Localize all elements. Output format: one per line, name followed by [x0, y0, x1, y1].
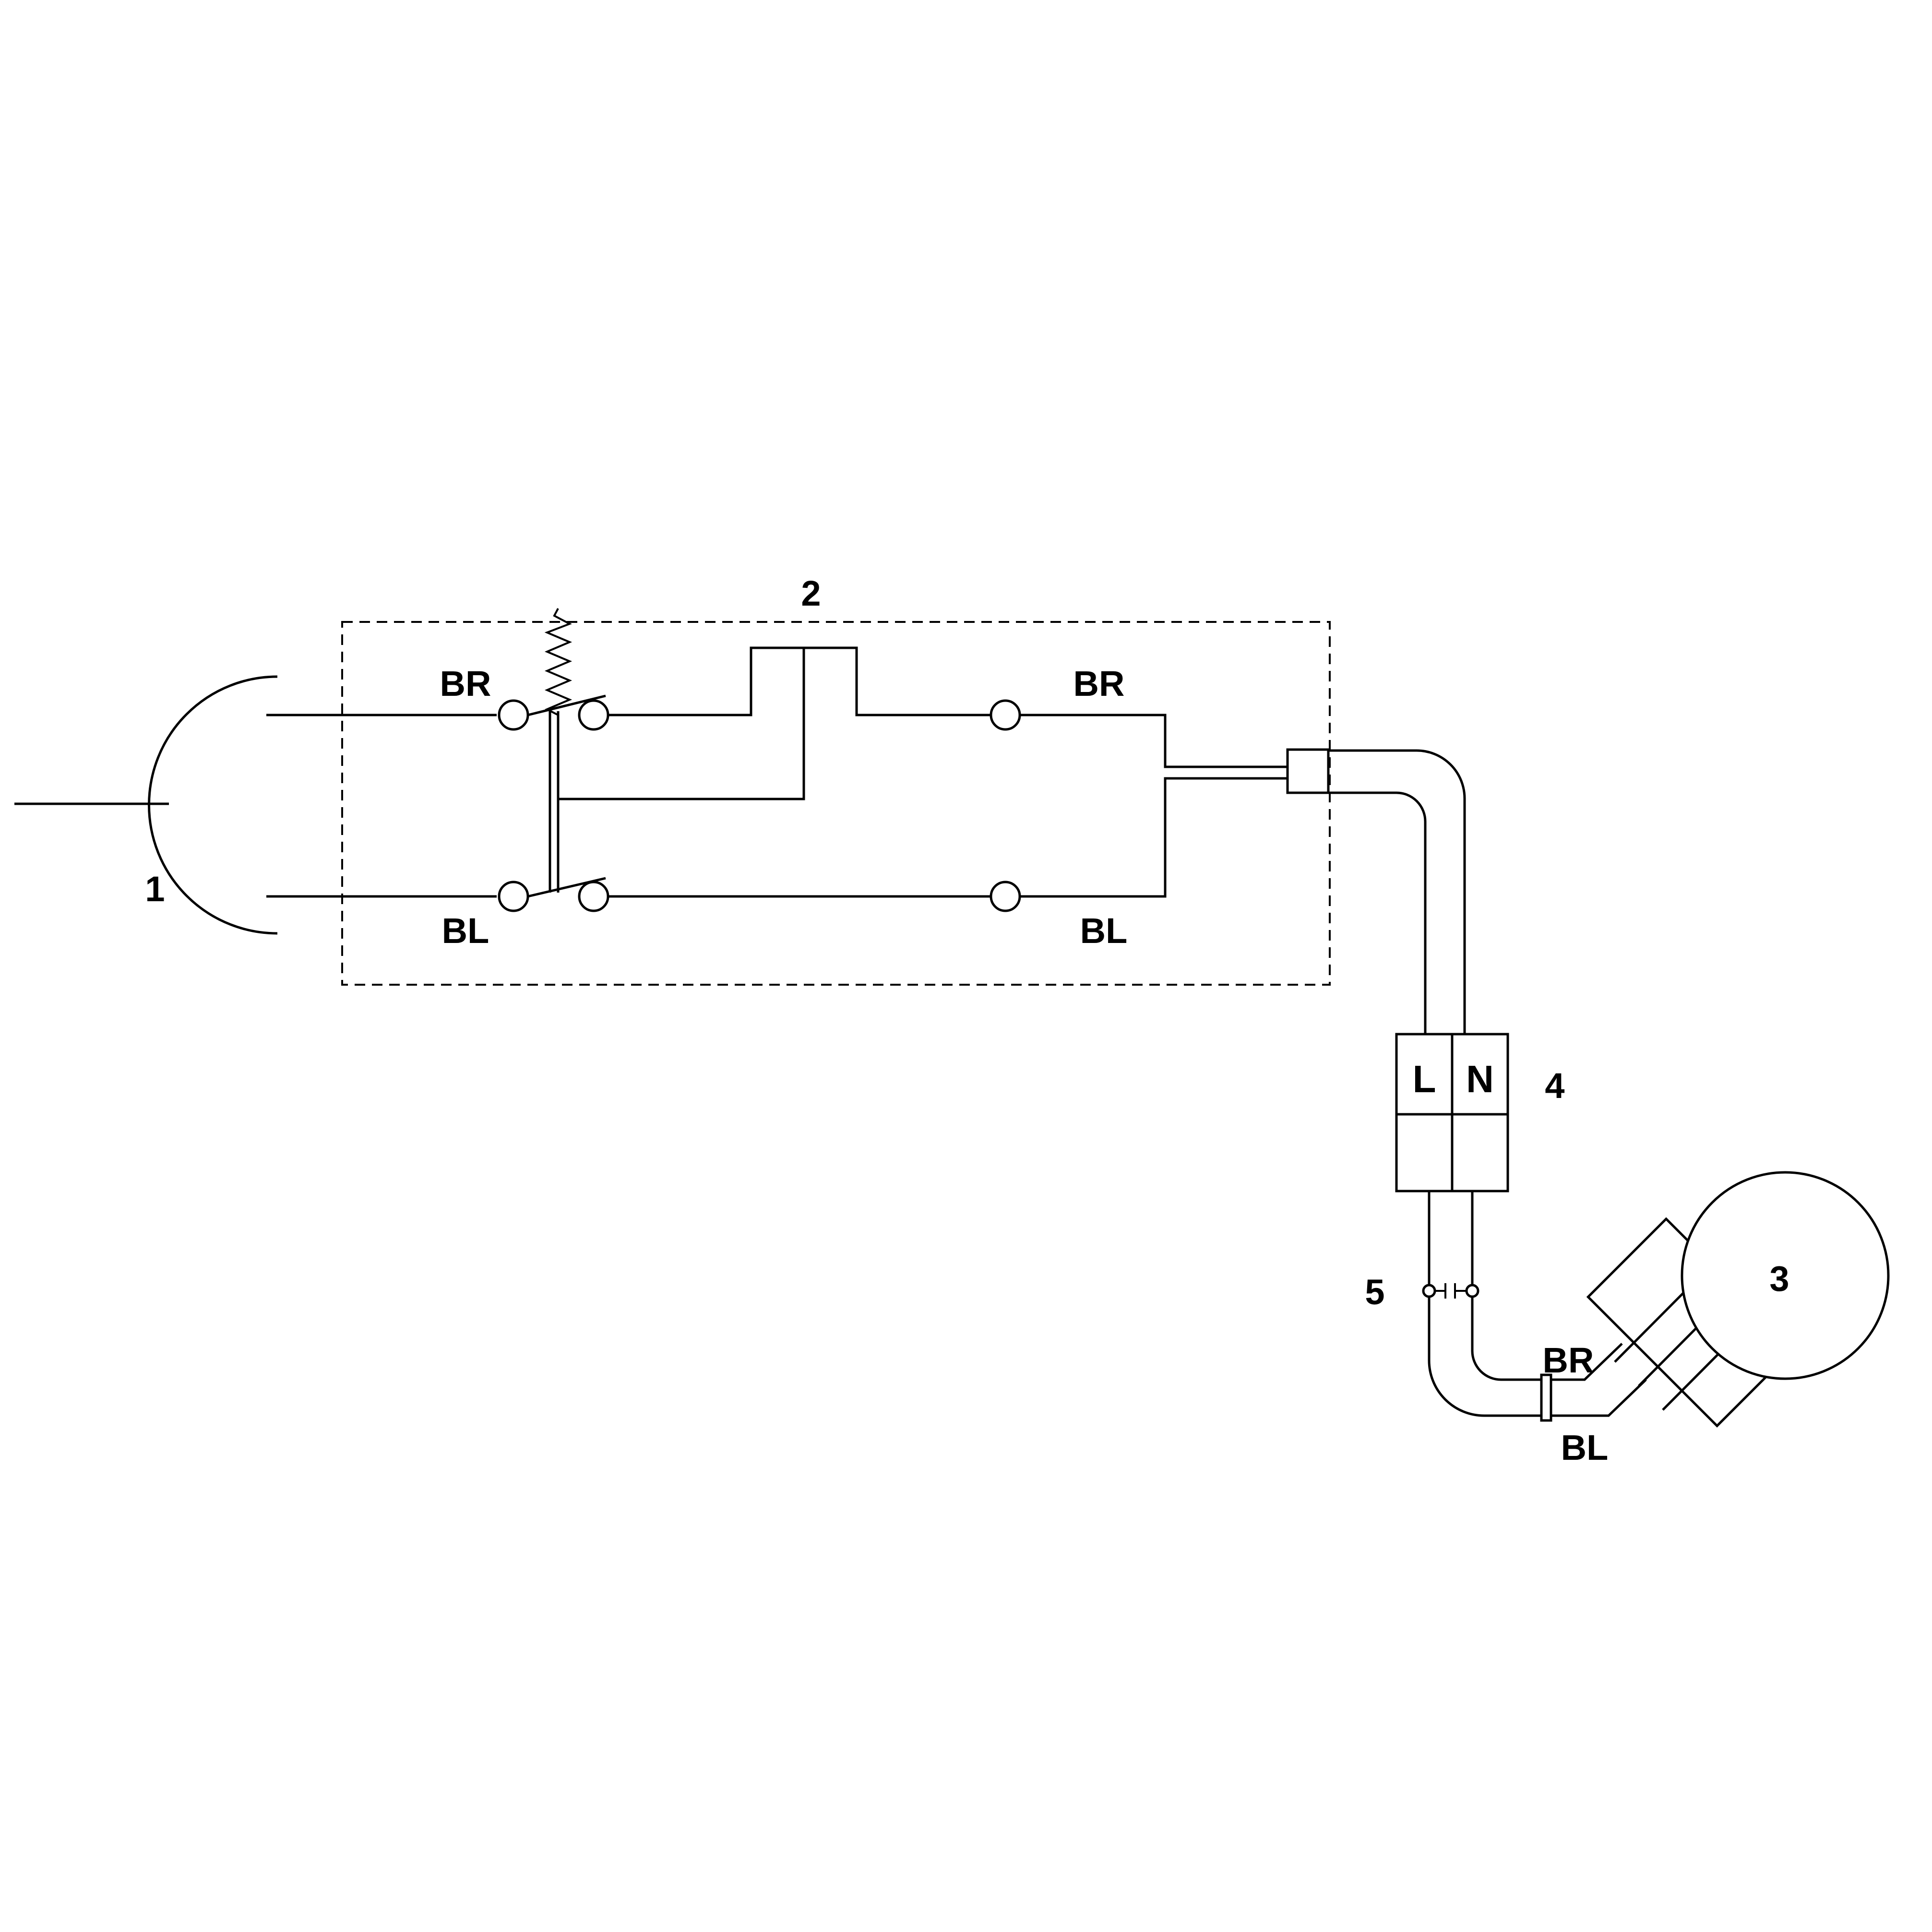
connector	[1422, 1283, 1479, 1299]
plug-arc	[148, 675, 278, 935]
cable-outer-conductor	[1328, 749, 1466, 1034]
terminal-label-n: N	[1466, 1058, 1494, 1100]
terminal-out-top	[990, 699, 1021, 731]
wire-label-in-top: BR	[440, 664, 491, 704]
cable-inner-conductor	[1328, 791, 1427, 1034]
motor	[1586, 1171, 1890, 1428]
motor-terminal-box-slot-1	[1614, 1281, 1695, 1363]
motor-lead-terminal	[1540, 1373, 1552, 1422]
callout-4: 4	[1545, 1066, 1564, 1106]
out-bottom-wire	[1020, 777, 1288, 898]
terminal-switch-top	[578, 699, 609, 731]
connector-left-ring	[1422, 1284, 1436, 1298]
motor-body	[1681, 1171, 1890, 1380]
wire-label-out-bottom: BL	[1080, 911, 1128, 951]
switch-unit-enclosure	[341, 621, 1331, 986]
plug	[14, 675, 497, 935]
connector-right-ring	[1465, 1284, 1479, 1298]
wire-label-motor-bl: BL	[1561, 1428, 1609, 1467]
callout-1: 1	[145, 869, 165, 909]
wire-label-in-bottom: BL	[442, 911, 489, 951]
bridge-wire	[558, 648, 805, 800]
cable-sleeve	[1286, 748, 1330, 794]
terminal-out-bottom	[990, 881, 1021, 912]
motor-lead-inner	[1471, 1191, 1541, 1381]
callout-2: 2	[801, 573, 821, 613]
motor-wire-br	[1551, 1343, 1623, 1381]
out-top-wire	[1020, 714, 1288, 768]
terminal-switch-bottom	[578, 881, 609, 912]
wire-label-out-top: BR	[1073, 664, 1125, 704]
callout-3: 3	[1769, 1259, 1789, 1299]
terminal-label-l: L	[1413, 1058, 1436, 1100]
terminal-in-top	[498, 699, 529, 731]
motor-lead-outer	[1428, 1191, 1541, 1417]
wire-label-motor-br: BR	[1543, 1340, 1594, 1380]
switch-spring	[544, 608, 572, 716]
motor-wire-bl	[1551, 1379, 1647, 1417]
switch-blade-top	[527, 694, 606, 716]
terminal-block: L N	[1395, 1033, 1509, 1193]
terminal-in-bottom	[498, 881, 529, 912]
callout-5: 5	[1365, 1272, 1384, 1312]
